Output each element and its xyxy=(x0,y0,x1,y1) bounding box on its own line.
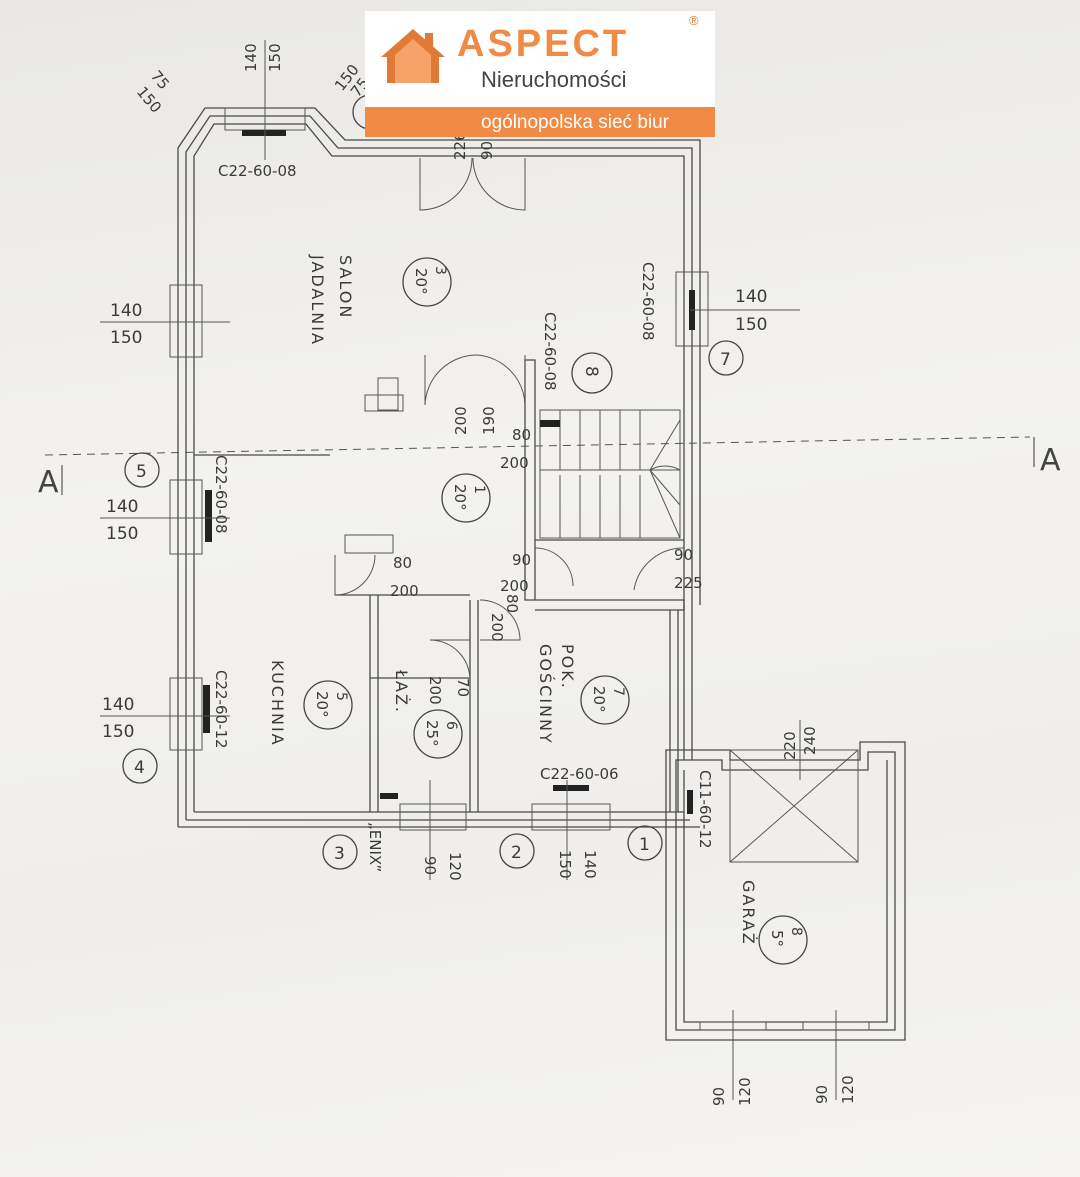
outer-walls xyxy=(177,107,701,828)
dim-hall-80: 80 xyxy=(512,426,531,444)
radiator-label-stairs: C22-60-08 xyxy=(541,312,559,391)
radiator-label-left: C22-60-08 xyxy=(212,455,230,534)
section-line xyxy=(44,436,1035,495)
dim-bottom-window-3b: 90 xyxy=(421,856,439,875)
room-number-pokoj: 7 xyxy=(610,687,626,696)
radiator-label-top: C22-60-08 xyxy=(218,162,297,180)
windows xyxy=(169,107,709,831)
room-name-garaz: GARAŻ xyxy=(739,880,758,946)
dim-garage-window-2a: 90 xyxy=(813,1085,831,1104)
appliances xyxy=(344,377,404,554)
dim-kitchen-door-2: 200 xyxy=(390,582,419,600)
dimension-lines xyxy=(100,40,837,1100)
dim-top-window-1: 140 xyxy=(242,43,260,72)
logo-brand: ASPECT xyxy=(457,23,630,65)
room-labels: SALON JADALNIA KUCHNIA ŁAŻ. POK. GOŚCINN… xyxy=(268,254,758,946)
logo-band xyxy=(365,107,715,137)
room-number-garaz: 8 xyxy=(788,927,804,936)
dim-hall-90-left: 90 xyxy=(512,551,531,569)
logo-subtitle: Nieruchomości xyxy=(481,67,627,92)
room-number-salon: 3 xyxy=(432,266,448,275)
dim-left-window-3a: 140 xyxy=(102,695,134,715)
room-name-salon: SALON xyxy=(336,255,355,319)
dim-terrace-door-2: 90 xyxy=(478,141,496,160)
room-temp-pokoj: 20° xyxy=(590,686,608,713)
dim-left-window-1b: 150 xyxy=(110,328,142,348)
dim-hall-200: 200 xyxy=(500,454,529,472)
room-name-jadalnia: JADALNIA xyxy=(308,254,327,346)
dim-left-window-1a: 140 xyxy=(110,301,142,321)
dim-garage-window-1a: 90 xyxy=(710,1087,728,1106)
dim-bath-door-2: 70 xyxy=(454,678,472,697)
dim-kitchen-door-1: 80 xyxy=(393,554,412,572)
dim-entry-225: 225 xyxy=(674,574,703,592)
room-temp-garaz: 5° xyxy=(768,930,786,947)
window-marker-4: 4 xyxy=(134,758,145,778)
dim-bottom-window-3a: 120 xyxy=(446,852,464,881)
radiator-labels: C22-60-08 C22-60-08 C22-60-08 C22-60-08 … xyxy=(212,162,714,872)
staircase xyxy=(539,409,681,539)
dim-garage-top-1: 220 xyxy=(781,731,799,760)
dim-hall-90-right: 90 xyxy=(674,546,693,564)
room-name-lazienka: ŁAŻ. xyxy=(392,669,411,714)
section-marks: A A xyxy=(38,443,1061,500)
section-mark-right: A xyxy=(1040,443,1061,478)
room-number-circles: 3 20° 1 20° 8 5 20° 6 25° 7 20° 8 5° xyxy=(303,257,808,965)
house-icon xyxy=(381,29,445,83)
dim-salon-door-2: 190 xyxy=(480,406,498,435)
room-number-hall: 1 xyxy=(471,485,487,494)
dim-salon-door-1: 200 xyxy=(452,406,470,435)
dim-terrace-door-1: 226 xyxy=(451,131,469,160)
section-mark-left: A xyxy=(38,465,59,500)
radiator-label-garage: C11-60-12 xyxy=(696,770,714,849)
window-marker-3: 3 xyxy=(334,844,345,864)
dim-bath-door-1: 200 xyxy=(426,676,444,705)
dim-garage-top-2: 240 xyxy=(801,726,819,755)
radiator-label-kitchen: C22-60-12 xyxy=(212,670,230,749)
dim-top-window-2: 150 xyxy=(266,43,284,72)
window-marker-1: 1 xyxy=(639,835,650,855)
dim-left-window-2a: 140 xyxy=(106,497,138,517)
room-number-stairs: 8 xyxy=(581,366,601,377)
dimension-labels: 140 150 7 5 150 150 7 5 226 90 140 150 140… xyxy=(102,43,857,1106)
room-number-kuchnia: 5 xyxy=(333,692,349,701)
dim-bottom-window-2a: 150 xyxy=(556,850,574,879)
room-temp-salon: 20° xyxy=(412,268,430,295)
room-name-kuchnia: KUCHNIA xyxy=(268,660,287,747)
dim-door-200-a: 200 xyxy=(500,577,529,595)
radiator-label-guest: C22-60-06 xyxy=(540,765,619,783)
dim-right-window-2: 150 xyxy=(735,315,767,335)
garage-walls xyxy=(665,741,906,1041)
logo-tagline: ogólnopolska sieć biur xyxy=(481,112,670,133)
radiator-label-right: C22-60-08 xyxy=(639,262,657,341)
room-name-goscinny: GOŚCINNY xyxy=(536,644,555,745)
dim-bottom-window-2b: 140 xyxy=(581,850,599,879)
doors xyxy=(334,157,685,681)
dim-door-200-b: 200 xyxy=(488,613,506,642)
chimney-label: „ENIX” xyxy=(366,822,384,872)
dim-left-window-3b: 150 xyxy=(102,722,134,742)
dim-garage-window-2b: 120 xyxy=(839,1075,857,1104)
dim-door-80: 80 xyxy=(503,594,521,613)
aspect-logo: ASPECT ® Nieruchomości ogólnopolska sieć… xyxy=(365,11,715,137)
interior-walls xyxy=(194,359,685,812)
room-temp-hall: 20° xyxy=(451,484,469,511)
dim-garage-window-1b: 120 xyxy=(736,1077,754,1106)
logo-registered-mark: ® xyxy=(689,13,699,28)
room-name-pokoj: POK. xyxy=(558,644,577,690)
dim-right-window-1: 140 xyxy=(735,287,767,307)
dim-left-window-2b: 150 xyxy=(106,524,138,544)
room-temp-lazienka: 25° xyxy=(423,720,441,747)
room-temp-kuchnia: 20° xyxy=(313,691,331,718)
window-marker-7: 7 xyxy=(720,350,731,370)
window-marker-5: 5 xyxy=(136,462,147,482)
window-marker-2: 2 xyxy=(511,843,522,863)
room-number-lazienka: 6 xyxy=(443,721,459,730)
